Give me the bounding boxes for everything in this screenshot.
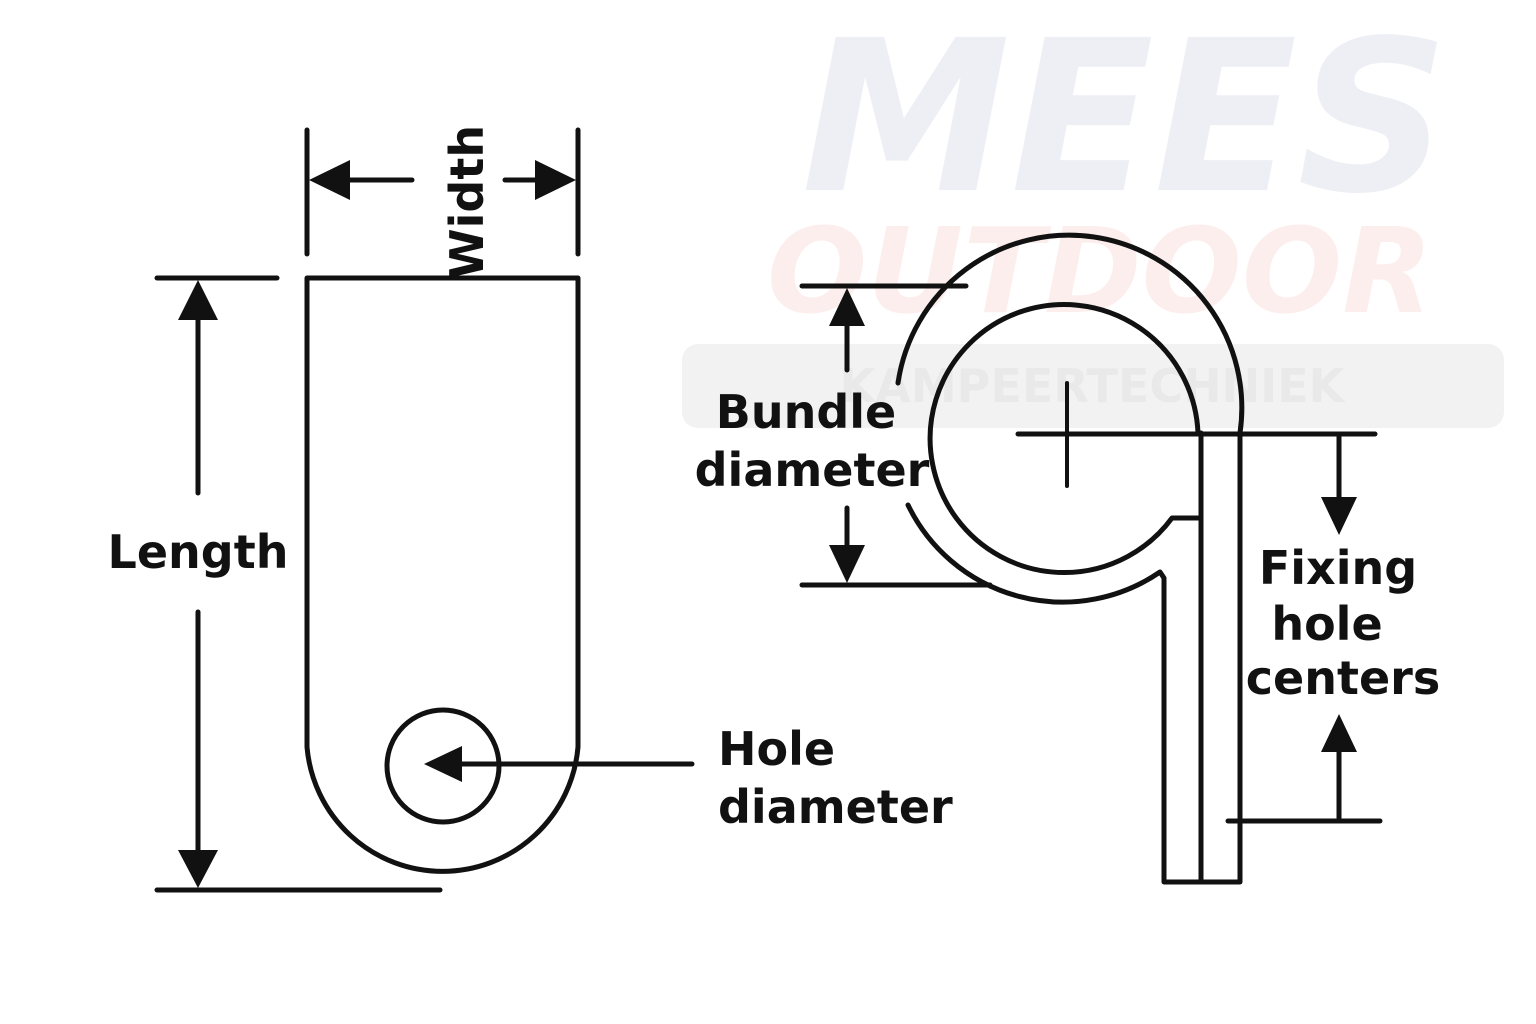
fixing-hole-centers-dimension: Fixing hole centers <box>1246 434 1440 821</box>
hole-diameter-label: Hole diameter <box>718 722 953 834</box>
fixing-label-line1: Fixing <box>1259 541 1417 595</box>
fixing-hole-centers-label: Fixing hole centers <box>1246 541 1440 705</box>
watermark-kampeertechniek: KAMPEERTECHNIEK <box>840 359 1347 413</box>
watermark: MEES OUTDOOR KAMPEERTECHNIEK <box>682 0 1504 428</box>
length-arrow-down-head <box>178 850 218 888</box>
watermark-outdoor: OUTDOOR <box>767 202 1433 340</box>
hole-diameter-arrow-head <box>424 746 462 782</box>
bundle-arrow-up-head <box>829 288 865 326</box>
hole-diameter-callout: Hole diameter <box>424 722 953 834</box>
length-dimension: Length <box>108 275 443 893</box>
fixing-arrow-up-head <box>1321 714 1357 752</box>
width-dimension: Width <box>304 125 581 279</box>
clip-outer-loop <box>895 232 1245 885</box>
bundle-diameter-label-line1: Bundle <box>716 385 896 439</box>
width-arrow-left-head <box>309 160 350 200</box>
fixing-label-line3: centers <box>1246 651 1440 705</box>
width-arrow-right-head <box>535 160 576 200</box>
fixing-label-line2: hole <box>1271 597 1382 651</box>
hole-diameter-label-line1: Hole <box>718 722 835 776</box>
hole-diameter-label-line2: diameter <box>718 780 953 834</box>
width-label: Width <box>440 125 494 279</box>
bundle-arrow-down-head <box>829 545 865 583</box>
watermark-band <box>682 344 1504 428</box>
length-arrow-up-head <box>178 280 218 320</box>
bundle-diameter-dimension: Bundle diameter <box>695 283 993 588</box>
length-label: Length <box>108 525 289 579</box>
clip-front-view <box>304 275 581 874</box>
fixing-arrow-down-head <box>1321 497 1357 535</box>
bundle-diameter-label: Bundle diameter <box>695 385 930 497</box>
clip-inner-loop <box>927 302 1201 576</box>
clip-side-view <box>895 232 1383 885</box>
clip-outline <box>304 275 581 874</box>
watermark-mees: MEES <box>801 0 1448 240</box>
bundle-diameter-label-line2: diameter <box>695 443 930 497</box>
